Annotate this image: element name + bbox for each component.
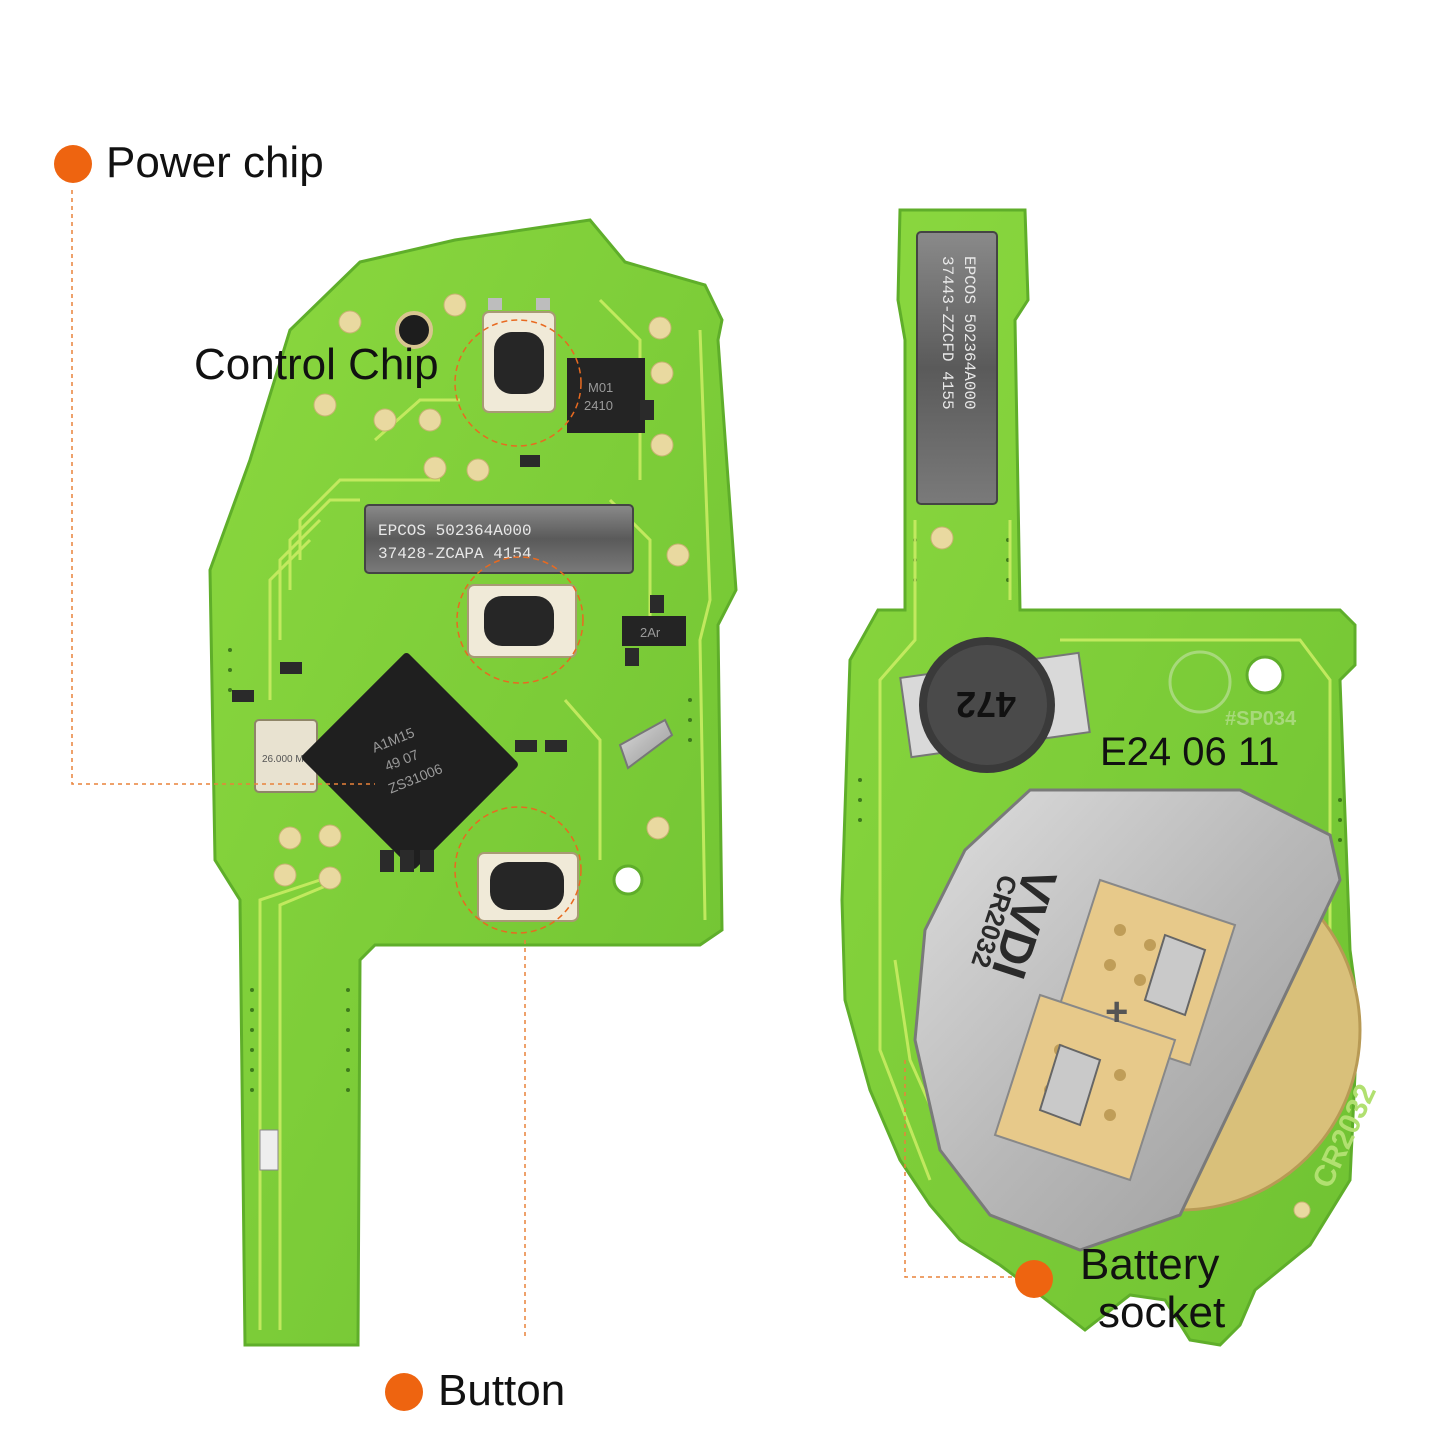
battery-clip: VVDI CR2032 + [913, 788, 1342, 1252]
svg-text:EPCOS 502364A000: EPCOS 502364A000 [960, 256, 978, 410]
battery-socket-marker [1015, 1260, 1053, 1298]
highlight-top-button [454, 319, 582, 447]
svg-text:472: 472 [956, 684, 1016, 725]
power-chip-marker [54, 145, 92, 183]
control-chip-label: Control Chip [194, 340, 439, 389]
svg-text:37428-ZCAPA 4154: 37428-ZCAPA 4154 [378, 545, 532, 563]
leader-power-chip [71, 190, 375, 785]
power-chip-label: Power chip [106, 138, 324, 187]
inductor: 472 [899, 637, 1091, 773]
svg-text:2410: 2410 [584, 398, 613, 413]
highlight-middle-button [456, 556, 584, 684]
button-marker [385, 1373, 423, 1411]
left-saw-filter: EPCOS 502364A000 37428-ZCAPA 4154 [364, 504, 634, 574]
svg-text:EPCOS 502364A000: EPCOS 502364A000 [378, 522, 532, 540]
left-middle-button [467, 584, 577, 658]
svg-text:37443-ZZCFD 4155: 37443-ZZCFD 4155 [938, 256, 956, 410]
right-pcb-board: EPCOS 502364A000 37443-ZZCFD 4155 #SP034… [840, 208, 1383, 1347]
left-bottom-button [477, 852, 579, 922]
date-code: E24 06 11 [1100, 730, 1279, 774]
button-label: Button [438, 1366, 566, 1415]
svg-text:2Ar: 2Ar [640, 625, 661, 640]
svg-text:+: + [1105, 990, 1128, 1034]
svg-text:M01: M01 [588, 380, 613, 395]
battery-socket-label-line2: socket [1098, 1288, 1226, 1337]
board-logo [1168, 650, 1232, 714]
left-pcb-board: M01 2410 EPCOS 502364A000 37428-ZCAPA 41… [208, 218, 738, 1347]
transistor: 2Ar [622, 616, 686, 646]
small-ic: M01 2410 [567, 358, 645, 433]
left-top-button [482, 298, 556, 413]
svg-text:26.000 MHZ: 26.000 MHZ [262, 754, 317, 765]
svg-text:#SP034: #SP034 [1225, 708, 1297, 730]
battery-socket-label-line1: Battery [1080, 1240, 1220, 1289]
leader-battery-socket [904, 1060, 1012, 1278]
right-saw-filter: EPCOS 502364A000 37443-ZZCFD 4155 [916, 231, 998, 505]
left-mount-hole [395, 311, 433, 349]
control-ic: A1M15 49 07 ZS31006 [302, 653, 518, 869]
leader-lines [71, 190, 1012, 1340]
highlight-bottom-button [454, 806, 582, 934]
